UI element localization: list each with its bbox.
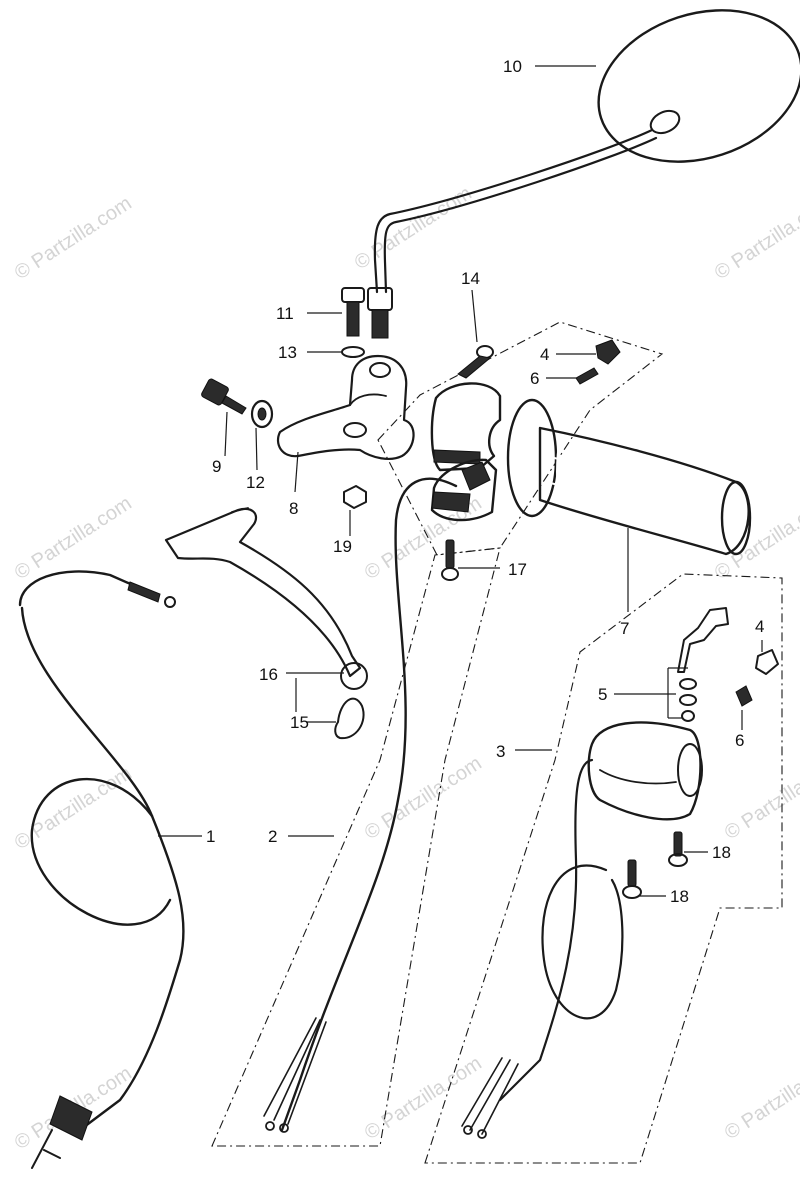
screw-17[interactable] [441, 539, 459, 581]
mirror-stem [373, 128, 654, 294]
mirror-mount-nut [367, 287, 393, 311]
watermark-text-6: © Partzilla.com [11, 762, 136, 854]
callout-1: 1 [206, 827, 215, 846]
bolt-13[interactable] [341, 287, 365, 337]
watermark-text-8: © Partzilla.com [721, 752, 800, 844]
switch-lever[interactable] [677, 607, 729, 673]
throttle-housing-upper[interactable] [430, 382, 502, 472]
locknut-14-hole [257, 407, 267, 421]
lever-bracket-8[interactable] [276, 354, 415, 460]
screw-18-lower[interactable] [622, 859, 642, 899]
callout-11: 9 [212, 457, 221, 476]
callout-10: 16 [259, 665, 278, 684]
callout-8: 8 [289, 499, 298, 518]
callout-7: 7 [620, 619, 629, 638]
callout-9: 15 [290, 713, 309, 732]
watermark-text-0: © Partzilla.com [11, 192, 136, 284]
screw-18-upper[interactable] [668, 831, 688, 867]
callout-4-lower: 4 [755, 617, 764, 636]
cable-end-4-upper[interactable] [595, 339, 621, 365]
clutch-cable-1[interactable] [18, 570, 185, 1169]
throttle-group-outline [377, 321, 664, 556]
leader-lines [158, 65, 763, 897]
nut-19[interactable] [343, 485, 367, 509]
adjuster-11[interactable] [201, 378, 247, 415]
mirror-pivot [649, 109, 681, 135]
watermark-text-11: © Partzilla.com [721, 1052, 800, 1144]
set-screw-6-upper[interactable] [575, 367, 599, 385]
clutch-lever-10[interactable] [164, 507, 368, 690]
switch-group-outline [424, 573, 783, 1164]
washer-15[interactable] [341, 346, 365, 358]
lever-cover-9[interactable] [334, 697, 365, 740]
watermark-text-2: © Partzilla.com [711, 192, 800, 284]
washer-5-upper[interactable] [679, 678, 697, 690]
mirror-threaded-stud [371, 309, 389, 339]
watermark-text-10: © Partzilla.com [361, 1052, 486, 1144]
callout-6-lower: 6 [735, 731, 744, 750]
mirror-stem-inner [383, 136, 658, 294]
cable-end-4-lower[interactable] [755, 649, 779, 675]
switch-wiring[interactable] [461, 758, 624, 1139]
callout-16: 14 [461, 269, 480, 288]
throttle-cable-2[interactable] [263, 477, 458, 1133]
callout-18-upper: 18 [712, 843, 731, 862]
watermark-text-7: © Partzilla.com [361, 752, 486, 844]
callout-4-upper: 4 [540, 345, 549, 364]
washer-5-lower[interactable] [679, 694, 697, 706]
callout-6-upper: 6 [530, 369, 539, 388]
switch-housing-3[interactable] [587, 721, 703, 821]
screw-5[interactable] [681, 710, 695, 722]
callout-18-lower: 18 [670, 887, 689, 906]
callout-13: 11 [276, 304, 294, 323]
mirror-glass[interactable] [579, 0, 800, 187]
callout-14: 12 [246, 473, 265, 492]
callout-3: 3 [496, 742, 505, 761]
throttle-cable-group-outline [211, 547, 501, 1147]
locknut-14[interactable] [250, 399, 274, 429]
callout-5: 5 [598, 685, 607, 704]
callout-17: 17 [508, 560, 527, 579]
mirror-part[interactable] [367, 0, 800, 339]
set-screw-6-lower[interactable] [735, 685, 753, 707]
callout-15: 13 [278, 343, 297, 362]
callout-12: 10 [503, 57, 522, 76]
callout-2: 2 [268, 827, 277, 846]
throttle-housing-lower[interactable] [430, 458, 498, 522]
screw-16[interactable] [457, 345, 494, 379]
throttle-grip-7[interactable] [506, 398, 752, 556]
callout-19: 19 [333, 537, 352, 556]
callout-labels: 10 11 13 14 4 6 9 12 8 19 17 7 16 15 4 5… [206, 57, 764, 906]
